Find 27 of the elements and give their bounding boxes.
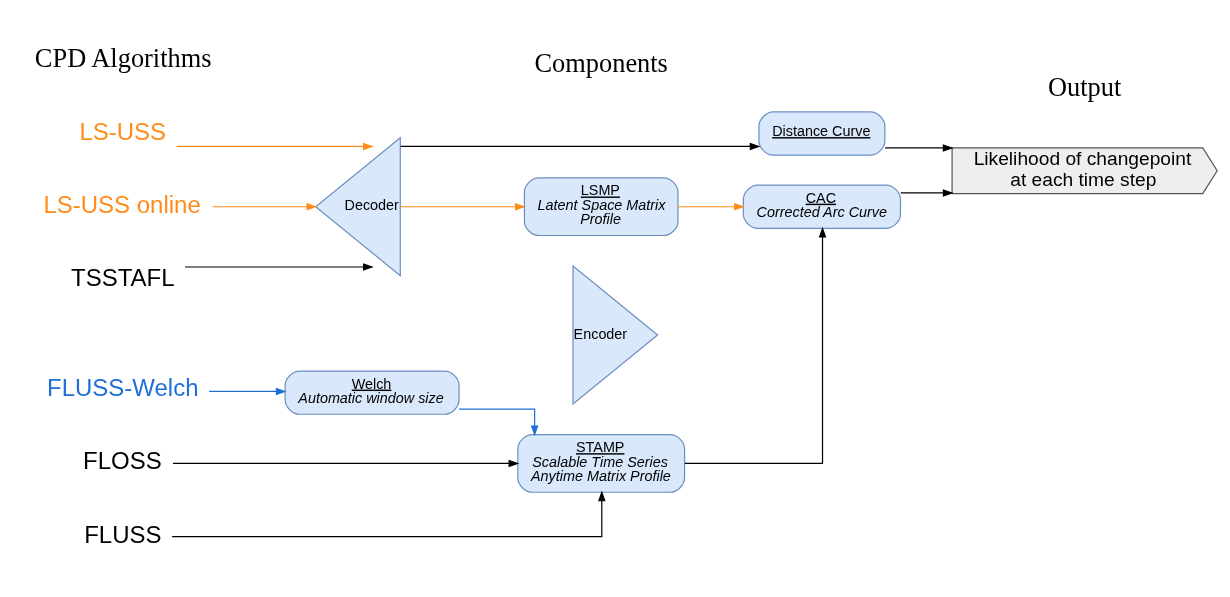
node-box: LSMP Latent Space Matrix Profile [523, 177, 679, 237]
arrow [184, 263, 374, 271]
node-text: TSSTAFL [71, 263, 175, 291]
arrow [212, 202, 318, 211]
arrow [900, 189, 954, 197]
arrow [458, 408, 539, 437]
arrow [171, 490, 606, 538]
arrow [884, 144, 954, 152]
arrow [684, 226, 827, 465]
node-text: LS-USS online [43, 190, 201, 218]
arrow [176, 142, 374, 151]
node-box: Welch Automatic window size [284, 370, 460, 415]
node-text: FLOSS [83, 447, 162, 475]
arrow [172, 459, 520, 468]
node-box: STAMP Scalable Time Series Anytime Matrix Profile [517, 434, 686, 493]
node-text: LS-USS [79, 117, 167, 145]
arrow [677, 202, 745, 211]
node-text: FLUSS [84, 520, 162, 548]
node-box: Distance Curve [758, 111, 886, 156]
label: Output [1047, 71, 1122, 102]
node-box: CAC Corrected Arc Curve [742, 184, 902, 229]
label: Components [534, 47, 668, 78]
node-text: FLUSS-Welch [47, 374, 199, 402]
arrow [400, 202, 526, 211]
arrow [208, 387, 287, 396]
label: CPD Algorithms [34, 43, 212, 74]
arrow [399, 142, 761, 151]
